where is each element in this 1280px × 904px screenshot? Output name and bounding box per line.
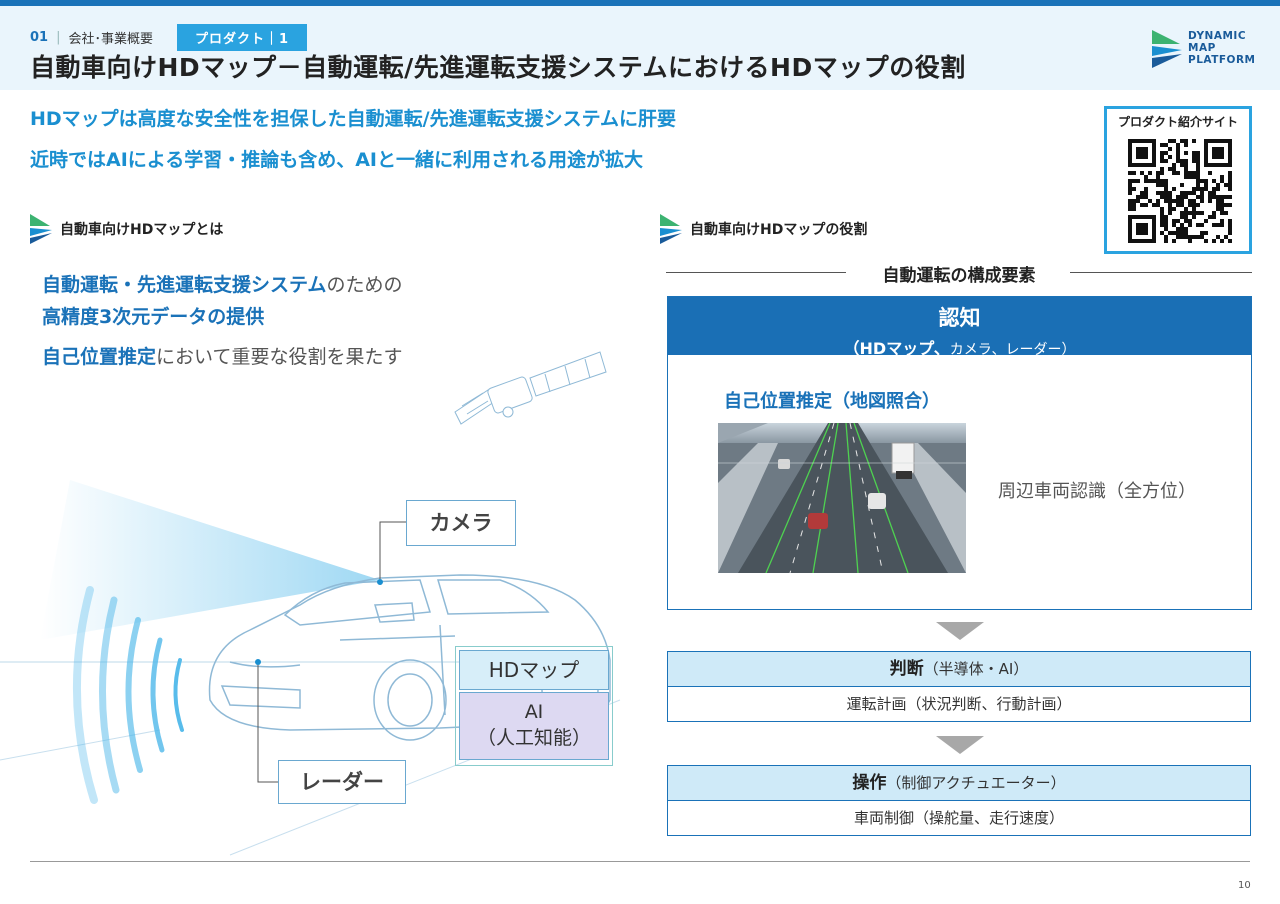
lead-line-1: HDマップは高度な安全性を担保した自動運転/先進運転支援システムに肝要 [30,108,677,130]
footer-divider [30,861,1250,862]
car-illustration [0,351,621,856]
company-logo: DYNAMIC MAP PLATFORM [1150,28,1260,72]
radar-waves [72,586,184,804]
section-name: 会社･事業概要 [68,32,153,47]
label-connectors [257,521,406,783]
right-section-heading: 自動車向けHDマップの役割 [660,214,867,244]
sousa-header: 操作（制御アクチュエーター） [668,766,1250,801]
product-tag: プロダクト｜1 [177,24,308,51]
section-number: 01 [30,30,49,45]
header: 01 | 会社･事業概要 プロダクト｜1 自動車向けHDマップ－自動運転/先進運… [0,6,1280,90]
camera-label: カメラ [406,500,516,546]
satellite-icon [454,351,607,425]
breadcrumb: 01 | 会社･事業概要 プロダクト｜1 [30,24,308,51]
flow-arrow-down-icon [936,736,984,754]
handan-header: 判断（半導体・AI） [668,652,1250,687]
breadcrumb-separator: | [56,30,61,45]
section-marker-icon [660,214,682,244]
self-position-label: 自己位置推定（地図照合） [724,391,940,412]
page-number: 10 [1238,880,1251,891]
sousa-box: 操作（制御アクチュエーター） 車両制御（操舵量、走行速度） [667,765,1251,836]
left-section-heading: 自動車向けHDマップとは [30,214,223,244]
ai-box: AI （人工知能） [459,692,609,760]
page-title: 自動車向けHDマップ－自動運転/先進運転支援システムにおけるHDマップの役割 [30,53,966,82]
left-text-line-1: 自動運転・先進運転支援システムのための [42,274,403,296]
qr-label: プロダクト紹介サイト [1117,115,1238,129]
sousa-body: 車両制御（操舵量、走行速度） [668,801,1250,835]
camera-beam [40,480,380,640]
components-title: 自動運転の構成要素 [882,266,1036,286]
flow-arrow-down-icon [936,622,984,640]
left-text-line-2: 高精度3次元データの提供 [42,306,265,328]
handan-box: 判断（半導体・AI） 運転計画（状況判断、行動計画） [667,651,1251,722]
logo-text: DYNAMIC MAP PLATFORM [1188,30,1256,66]
hdmap-box: HDマップ [459,650,609,690]
highway-photo [718,423,966,573]
components-title-row: 自動運転の構成要素 [666,260,1252,286]
divider-left [666,272,846,273]
logo-mark-icon [1152,30,1182,68]
qr-code-icon[interactable] [1128,139,1232,243]
hdmap-ai-group [455,646,613,766]
ninchi-panel: 認知 （HDマップ、カメラ、レーダー） 自己位置推定（地図照合） [667,296,1252,610]
lead-line-2: 近時ではAIによる学習・推論も含め、AIと一緒に利用される用途が拡大 [30,149,643,171]
ninchi-subtitle: （HDマップ、カメラ、レーダー） [843,339,1076,358]
top-stripe [0,0,1280,6]
divider-right [1070,272,1252,273]
ninchi-header: 認知 （HDマップ、カメラ、レーダー） [668,297,1251,358]
qr-card[interactable]: プロダクト紹介サイト [1104,106,1252,254]
ninchi-title: 認知 [938,306,981,330]
section-marker-icon [30,214,52,244]
left-text-line-3: 自己位置推定において重要な役割を果たす [42,346,403,368]
radar-label: レーダー [278,760,406,804]
surround-recognition-label: 周辺車両認識（全方位） [998,481,1196,502]
handan-body: 運転計画（状況判断、行動計画） [668,687,1250,721]
